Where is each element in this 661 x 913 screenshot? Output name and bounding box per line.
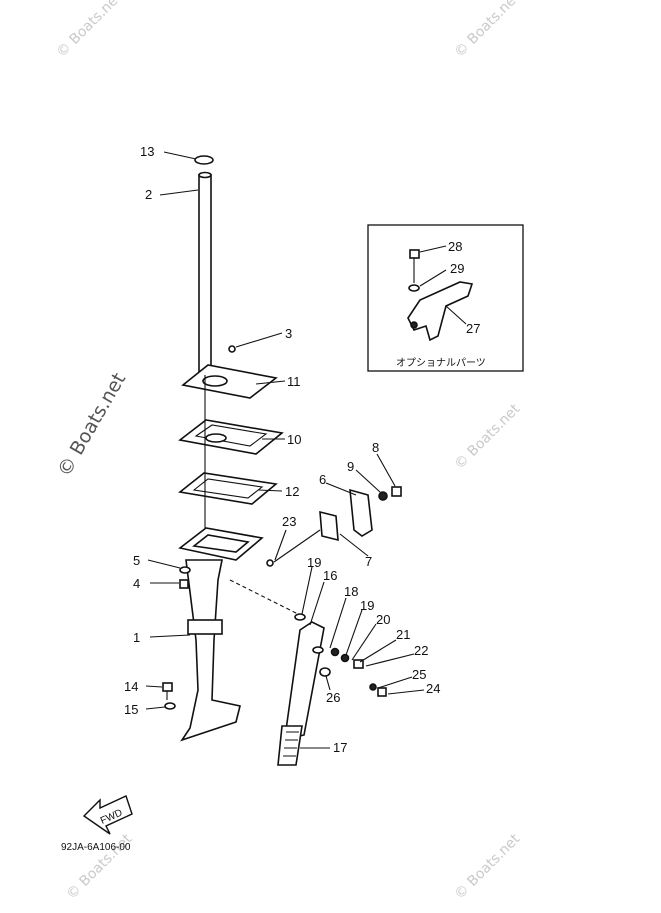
callout-5: 5: [133, 553, 140, 568]
callout-3: 3: [285, 326, 292, 341]
callout-14: 14: [124, 679, 138, 694]
callout-25: 25: [412, 667, 426, 682]
callout-9: 9: [347, 459, 354, 474]
watermark-group: © Boats.net © Boats.net © Boats.net © Bo…: [53, 0, 523, 903]
drive-shaft-housing: 1: [133, 527, 264, 742]
optional-parts-inset: 28 29 27 オプショナルパーツ: [367, 224, 524, 372]
callout-20: 20: [376, 612, 390, 627]
lower-bolts: 14 15: [124, 679, 176, 717]
callout-18: 18: [344, 584, 358, 599]
watermark-side: © Boats.net: [53, 369, 130, 480]
water-pipe-assembly: 13 2: [140, 144, 214, 376]
callout-2: 2: [145, 187, 152, 202]
housing-bolts: 5 4: [133, 553, 191, 591]
callout-13: 13: [140, 144, 154, 159]
upper-plates: 3 11 10 12: [178, 326, 301, 540]
watermark-top-left: © Boats.net: [54, 0, 126, 61]
callout-12: 12: [285, 484, 299, 499]
watermark-bottom-right: © Boats.net: [452, 831, 524, 903]
callout-16: 16: [323, 568, 337, 583]
drawing-code: 92JA-6A106-00: [61, 842, 131, 853]
callout-10: 10: [287, 432, 301, 447]
callout-15: 15: [124, 702, 138, 717]
inset-caption: オプショナルパーツ: [396, 357, 486, 369]
callout-8: 8: [372, 440, 379, 455]
callout-19a: 19: [307, 555, 321, 570]
callout-29: 29: [450, 261, 464, 276]
callout-21: 21: [396, 627, 410, 642]
callout-4: 4: [133, 576, 140, 591]
callout-28: 28: [448, 239, 462, 254]
callout-22: 22: [414, 643, 428, 658]
callout-6: 6: [319, 472, 326, 487]
callout-23: 23: [282, 514, 296, 529]
callout-7: 7: [365, 554, 372, 569]
callout-17: 17: [333, 740, 347, 755]
callout-11: 11: [287, 374, 301, 389]
callout-19b: 19: [360, 598, 374, 613]
watermark-mid-right: © Boats.net: [452, 401, 524, 473]
callout-1: 1: [133, 630, 140, 645]
callout-27: 27: [466, 321, 480, 336]
callout-26: 26: [326, 690, 340, 705]
tiller-handle-assembly: 19 16 18 19 20 21 22 25 24 26 17: [229, 555, 440, 766]
shift-bracket-assembly: 6 9 8 7 23: [266, 440, 402, 569]
fwd-arrow-badge: FWD: [82, 795, 133, 835]
callout-24: 24: [426, 681, 440, 696]
watermark-top-right: © Boats.net: [452, 0, 524, 61]
